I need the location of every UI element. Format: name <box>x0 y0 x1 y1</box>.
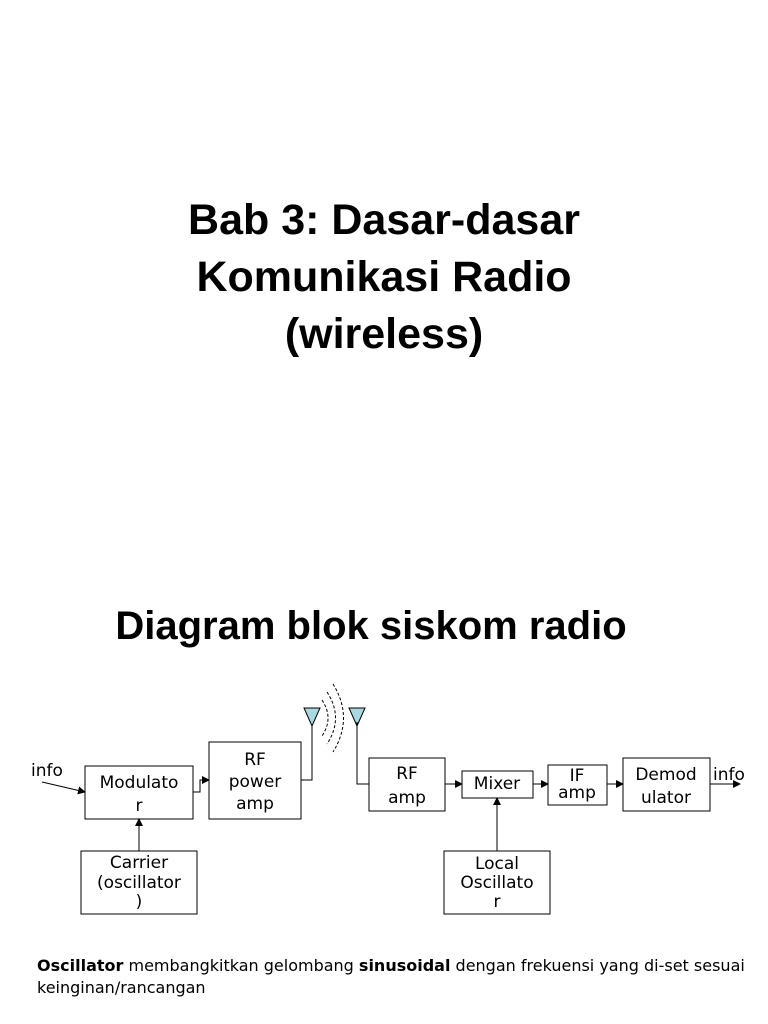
title-line-1: Bab 3: Dasar-dasar <box>188 196 580 244</box>
tx-antenna-feed <box>301 722 313 781</box>
local-oscillator-label-2: Oscillato <box>460 873 533 893</box>
if-amp-label-2: amp <box>558 783 596 803</box>
modulator-block: Modulato r <box>84 765 194 820</box>
rf-amp-label-1: RF <box>396 764 418 784</box>
radio-wave-icon <box>321 683 344 753</box>
tx-antenna-icon <box>303 707 321 728</box>
modulator-to-rfpower-arrow <box>193 776 210 793</box>
local-oscillator-label-1: Local <box>475 854 519 874</box>
rf-power-amp-label-1: RF <box>244 750 266 770</box>
mixer-label: Mixer <box>474 774 520 794</box>
carrier-oscillator-block: Carrier (oscillator ) <box>80 850 198 915</box>
caption-term-sinusoidal: sinusoidal <box>358 956 451 975</box>
mixer-block: Mixer <box>461 770 534 799</box>
slide-title: Bab 3: Dasar-dasar Komunikasi Radio (wir… <box>0 192 768 363</box>
input-arrow <box>41 781 86 795</box>
title-line-2: Komunikasi Radio <box>196 253 572 301</box>
if-amp-block: IF amp <box>547 764 608 806</box>
diagram-heading: Diagram blok siskom radio <box>115 604 627 648</box>
title-line-3: (wireless) <box>284 310 484 358</box>
output-info-label: info <box>713 765 745 785</box>
modulator-label-1: Modulato <box>100 773 179 793</box>
rf-power-amp-block: RF power amp <box>208 741 302 820</box>
caption-text-2: dengan frekuensi yang di-set sesuai kein… <box>37 956 745 997</box>
carrier-label-2: (oscillator <box>97 873 181 893</box>
input-info-label: info <box>31 761 63 781</box>
if-amp-label-1: IF <box>570 766 585 786</box>
rx-antenna-feed <box>356 722 369 785</box>
rf-amp-label-2: amp <box>388 788 426 808</box>
demodulator-label-2: ulator <box>641 788 691 808</box>
caption-text-1: membangkitkan gelombang <box>123 956 359 975</box>
modulator-label-2: r <box>136 796 143 816</box>
carrier-label-1: Carrier <box>110 853 168 873</box>
carrier-label-3: ) <box>136 892 143 912</box>
caption-term-oscillator: Oscillator <box>37 956 124 975</box>
rf-power-amp-label-2: power <box>229 772 282 792</box>
rf-amp-block: RF amp <box>368 757 446 812</box>
caption: Oscillator membangkitkan gelombang sinus… <box>37 955 762 999</box>
local-oscillator-label-3: r <box>494 892 501 912</box>
block-diagram: info Modulato r RF power amp Carrier (os… <box>31 683 745 915</box>
demodulator-block: Demod ulator <box>622 757 711 812</box>
rx-antenna-icon <box>348 707 366 728</box>
demodulator-label-1: Demod <box>635 765 696 785</box>
local-oscillator-block: Local Oscillato r <box>443 850 551 915</box>
rf-power-amp-label-3: amp <box>236 794 274 814</box>
